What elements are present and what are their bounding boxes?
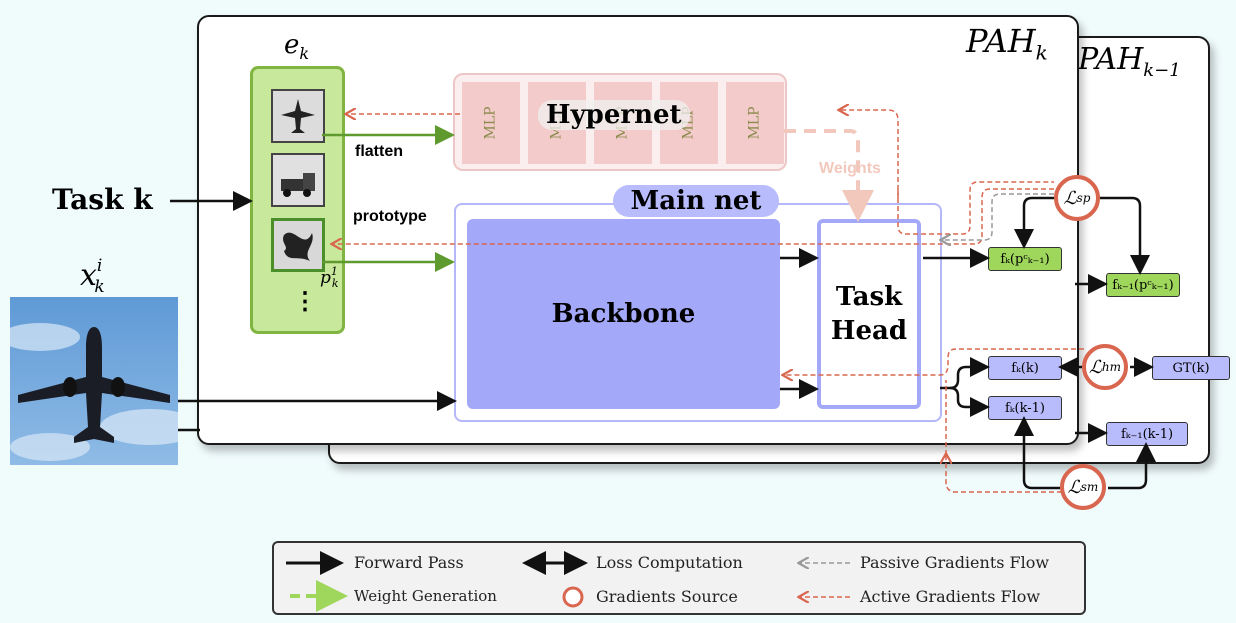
fk-prototype-node: fₖ(pᶜₖ₋₁) (988, 247, 1062, 271)
more-dots: ⋮ (293, 286, 317, 315)
backbone-block: Backbone (467, 219, 780, 409)
airplane-prototype-thumb (271, 89, 325, 143)
truck-prototype-thumb (271, 153, 325, 207)
prototype-label: prototype (353, 208, 427, 225)
legend-loss-computation: Loss Computation (596, 553, 743, 572)
legend-forward-pass: Forward Pass (354, 553, 464, 572)
selected-prototype-thumb (271, 218, 325, 272)
airplane-input-image (10, 297, 178, 465)
pah-k-label: PAHk (966, 22, 1048, 65)
legend-active-gradients: Active Gradients Flow (860, 587, 1041, 606)
fk-km1-node: fₖ(k-1) (988, 396, 1062, 420)
task-k-label: Task k (52, 183, 153, 216)
legend-box (272, 541, 1086, 615)
pah-km1-label: PAHk−1 (1078, 42, 1181, 81)
hypernet-label: Hypernet (538, 100, 690, 130)
weights-label: Weights (819, 160, 881, 177)
mlp-block-1: MLP (462, 82, 520, 164)
e-k-label: ek (284, 30, 310, 64)
fkm1-km1-node: fₖ₋₁(k-1) (1106, 422, 1188, 446)
fk-k-node: fₖ(k) (988, 356, 1062, 380)
legend-gradients-source: Gradients Source (596, 587, 738, 606)
p-k-label: p1k (320, 265, 339, 291)
mlp-block-5: MLP (726, 82, 784, 164)
flatten-label: flatten (355, 143, 403, 160)
main-net-label: Main net (613, 185, 779, 217)
x-k-label: xik (80, 256, 105, 297)
fkm1-prototype-node: fₖ₋₁(pᶜₖ₋₁) (1106, 273, 1180, 297)
legend-passive-gradients: Passive Gradients Flow (860, 553, 1050, 572)
gt-k-node: GT(k) (1152, 356, 1230, 380)
legend-weight-generation: Weight Generation (354, 587, 497, 605)
